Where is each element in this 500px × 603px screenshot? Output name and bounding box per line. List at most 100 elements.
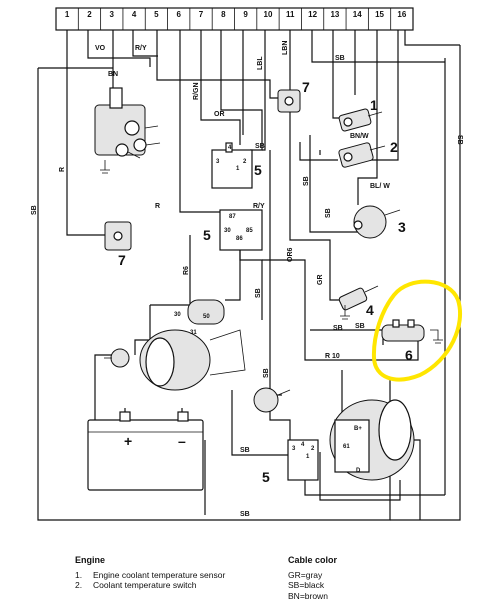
- wire-label-rgn: R/GN: [193, 83, 200, 101]
- component-number-6: 6: [405, 347, 413, 363]
- wire-label-blw: BL/ W: [370, 183, 390, 190]
- relay-term-4: 4: [228, 145, 232, 151]
- wire-label-sb-top: SB: [335, 55, 345, 62]
- idle-valve-icon: [253, 387, 291, 413]
- terminal-number: 12: [308, 10, 317, 19]
- oil-switch-icon: [104, 348, 130, 368]
- legend-item: SB=black: [288, 580, 325, 590]
- legend-color-title: Cable color: [288, 555, 338, 565]
- terminal-number: 13: [330, 10, 339, 19]
- component-7-left-icon: [104, 221, 132, 251]
- component-number-5-mid: 5: [203, 227, 211, 243]
- terminal-number: 16: [397, 10, 406, 19]
- relay-5-mid-icon: 87 30 86 85: [219, 209, 263, 251]
- wire-label-lbn: LBN: [282, 41, 289, 55]
- legend-item: 1.Engine coolant temperature sensor: [75, 569, 226, 580]
- component-number-4: 4: [366, 302, 374, 318]
- terminal-number: 6: [176, 10, 181, 19]
- wire-label-sb-plug: SB: [333, 325, 343, 332]
- relay-term-3: 3: [216, 159, 220, 165]
- wire-label-ry-mid: R/Y: [253, 203, 265, 210]
- relay-term-86: 86: [236, 236, 243, 242]
- terminal-number: 8: [221, 10, 226, 19]
- component-7-top-icon: [277, 89, 301, 113]
- component-number-7-left: 7: [118, 252, 126, 268]
- wire-label-or-top: OR: [214, 111, 225, 118]
- relay-5-top-icon: 3 4 1 2: [211, 142, 253, 189]
- wire-label-sb-bottom: SB: [240, 511, 250, 518]
- sensor-4-icon: [338, 285, 379, 320]
- sensor-3-icon: [353, 205, 401, 239]
- alternator-term-d: D: [356, 468, 361, 474]
- relay-term-87: 87: [229, 214, 236, 220]
- wire-label-sb-sensor: SB: [355, 323, 365, 330]
- starter-term-30: 30: [174, 312, 181, 318]
- relay-term-2-bottom: 2: [311, 446, 315, 452]
- legend-engine-list: 1.Engine coolant temperature sensor 2.Co…: [75, 570, 245, 591]
- wire-label-sb-lower: SB: [240, 447, 250, 454]
- relay-term-3-bottom: 3: [292, 446, 296, 452]
- wire-label-sb-motor: SB: [263, 368, 270, 378]
- components: 7 1 2 3 4 1 2 5 3: [87, 79, 462, 491]
- component-6-icon: [381, 319, 443, 344]
- starter-term-50: 50: [203, 314, 210, 320]
- legend-engine: Engine 1.Engine coolant temperature sens…: [75, 555, 245, 591]
- relay-term-2: 2: [243, 159, 247, 165]
- wire-label-sb-left: SB: [31, 205, 38, 215]
- legend-engine-title: Engine: [75, 555, 106, 565]
- wire-label-bnw: BN/W: [350, 133, 369, 140]
- component-number-7-top: 7: [302, 79, 310, 95]
- relay-term-4-bottom: 4: [301, 442, 305, 448]
- alternator-term-bplus: B+: [354, 426, 362, 432]
- terminal-number: 5: [154, 10, 159, 19]
- terminal-number: 10: [264, 10, 273, 19]
- wire-label-r6: R6: [183, 266, 190, 275]
- terminal-number: 9: [243, 10, 248, 19]
- wire-label-r-mid: R: [155, 203, 160, 210]
- legend-color-list: GR=gray SB=black BN=brown: [288, 570, 408, 602]
- injection-block-icon: [94, 87, 161, 174]
- legend-item: 2.Coolant temperature switch: [75, 580, 197, 590]
- terminal-number: 14: [353, 10, 362, 19]
- alternator-icon: 61 B+ D: [329, 399, 415, 481]
- starter-motor-icon: 30 50 31: [139, 299, 246, 391]
- relay-term-1-bottom: 1: [306, 454, 310, 460]
- wire-label-sb-v1: SB: [303, 176, 310, 186]
- temp-sensor-1-icon: [338, 108, 383, 132]
- wire-label-vo: VO: [95, 45, 106, 52]
- terminal-number: 7: [199, 10, 204, 19]
- terminal-number: 15: [375, 10, 384, 19]
- terminal-number: 2: [87, 10, 92, 19]
- terminal-number: 11: [286, 10, 295, 19]
- wire-label-sb-right: SB: [456, 135, 463, 145]
- relay-term-85: 85: [246, 228, 253, 234]
- battery-minus: –: [178, 433, 186, 449]
- wire-label-bn-top: BN: [108, 71, 118, 78]
- wire-label-r10: R 10: [325, 353, 340, 360]
- wire-label-or6: OR6: [287, 248, 294, 263]
- terminal-number: 4: [132, 10, 137, 19]
- component-number-3: 3: [398, 219, 406, 235]
- legend-cable-color: Cable color GR=gray SB=black BN=brown: [288, 555, 408, 601]
- wire-label-sb-v2: SB: [325, 208, 332, 218]
- battery-icon: + –: [87, 411, 204, 491]
- wire-label-sb-relay: SB: [255, 143, 265, 150]
- component-number-1: 1: [370, 97, 378, 113]
- wire-label-sb-mid: SB: [255, 288, 262, 298]
- relay-term-1: 1: [236, 166, 240, 172]
- temp-switch-2-icon: [338, 142, 386, 168]
- highlight-circle: [371, 279, 462, 382]
- legend-item: GR=gray: [288, 569, 323, 580]
- wire-labels: VO R/Y BN R/GN LBL LBN SB OR SB BN/W BL/…: [31, 41, 463, 518]
- wire-label-r-left: R: [59, 167, 66, 172]
- relay-term-30: 30: [224, 228, 231, 234]
- component-number-2: 2: [390, 139, 398, 155]
- terminal-number: 1: [65, 10, 70, 19]
- alternator-term-61: 61: [343, 444, 350, 450]
- battery-plus: +: [124, 433, 132, 449]
- terminal-number: 3: [110, 10, 115, 19]
- wire-label-gr: GR: [317, 275, 324, 286]
- starter-term-31: 31: [190, 330, 197, 336]
- relay-5-bottom-icon: 3 4 1 2: [287, 439, 319, 481]
